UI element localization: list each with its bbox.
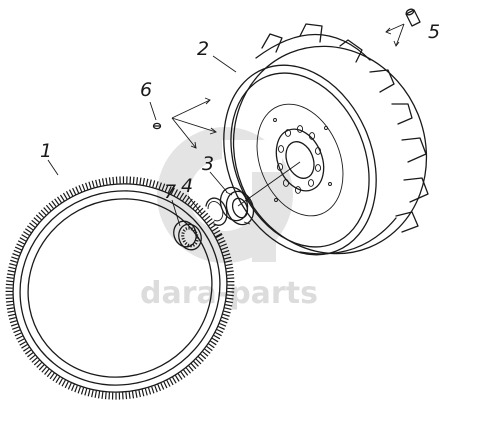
callout-5: 5 [428,21,440,43]
pin [152,122,162,130]
callout-2: 2 [197,38,209,60]
leader-lines [47,23,405,227]
callout-4: 4 [181,175,193,197]
flywheel-bolt-holes [273,118,332,202]
callout-6: 6 [140,79,152,101]
ring-gear-teeth [5,176,235,400]
callouts: 1 2 3 4 5 6 7 [40,21,440,203]
callout-3: 3 [202,153,214,175]
flywheel [223,23,429,256]
callout-1: 1 [40,140,52,162]
retaining-ring [205,197,228,226]
dowel-pin [405,8,421,27]
ring-gear [5,176,235,400]
callout-7: 7 [164,181,176,203]
watermark: dara-parts [140,127,318,311]
seal [173,220,202,251]
